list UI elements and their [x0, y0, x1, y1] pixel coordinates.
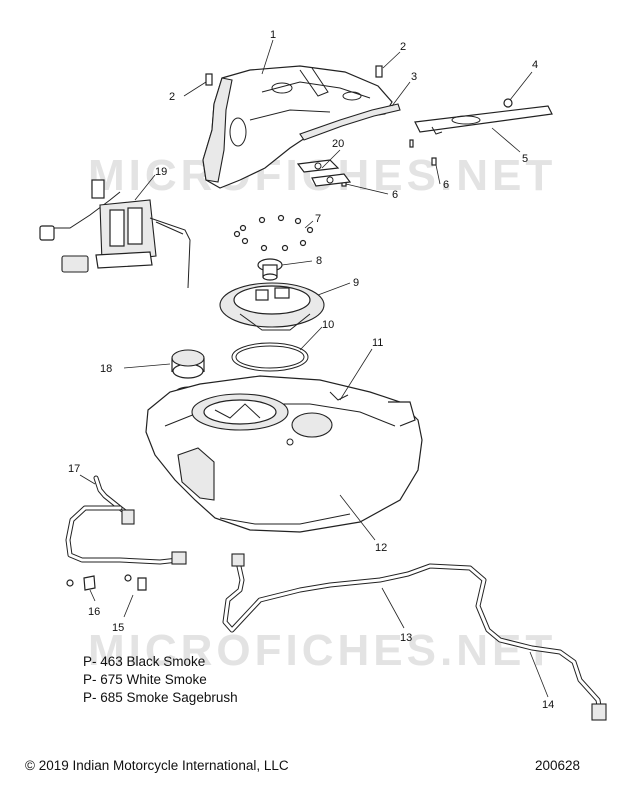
copyright-notice: © 2019 Indian Motorcycle International, … — [25, 758, 289, 773]
callout-7: 7 — [315, 213, 321, 225]
callout-5: 5 — [522, 153, 528, 165]
callout-6-left: 6 — [392, 189, 398, 201]
callout-2-left: 2 — [169, 91, 175, 103]
legend-item: P- 675 White Smoke — [83, 672, 207, 687]
fuel-pump-assembly — [39, 179, 191, 289]
watermark-top: MICROFICHES.NET — [88, 151, 556, 200]
screw-left — [205, 73, 213, 86]
callout-17: 17 — [68, 463, 80, 475]
watermark-bottom: MICROFICHES.NET — [88, 626, 556, 675]
trim-strip — [299, 103, 401, 141]
vent-hose — [65, 475, 187, 565]
legend-item: P- 463 Black Smoke — [83, 654, 206, 669]
callout-3: 3 — [411, 71, 417, 83]
flange-gasket — [231, 342, 309, 372]
fuel-tank — [145, 375, 423, 533]
screw-pattern — [233, 214, 314, 252]
document-number: 200628 — [535, 758, 581, 773]
callout-2-right: 2 — [400, 41, 406, 53]
callout-9: 9 — [353, 277, 359, 289]
paint-color-legend: P- 463 Black Smoke P- 675 White Smoke P-… — [83, 653, 238, 707]
hose-clamps — [66, 574, 147, 591]
callout-18: 18 — [100, 363, 112, 375]
callout-6-right: 6 — [443, 179, 449, 191]
tank-console-cover — [202, 65, 393, 189]
callout-10: 10 — [322, 319, 334, 331]
callouts: 1 2 2 3 4 5 6 6 7 8 9 10 11 12 13 14 15 … — [68, 29, 554, 711]
callout-19: 19 — [155, 166, 167, 178]
small-brackets — [296, 159, 352, 187]
screw-right — [375, 65, 383, 78]
callout-1: 1 — [270, 29, 276, 41]
callout-14: 14 — [542, 699, 554, 711]
callout-16: 16 — [88, 606, 100, 618]
pump-flange — [219, 282, 325, 331]
fuel-line — [222, 553, 607, 721]
legend-item: P- 685 Smoke Sagebrush — [83, 690, 238, 705]
callout-20: 20 — [332, 138, 344, 150]
callout-8: 8 — [316, 255, 322, 267]
mounting-bracket — [414, 98, 553, 135]
callout-11: 11 — [372, 337, 383, 349]
callout-15: 15 — [112, 622, 124, 634]
callout-12: 12 — [375, 542, 387, 554]
callout-13: 13 — [400, 632, 412, 644]
leader-lines — [79, 39, 549, 698]
callout-4: 4 — [532, 59, 538, 71]
fuel-fitting — [257, 258, 283, 281]
